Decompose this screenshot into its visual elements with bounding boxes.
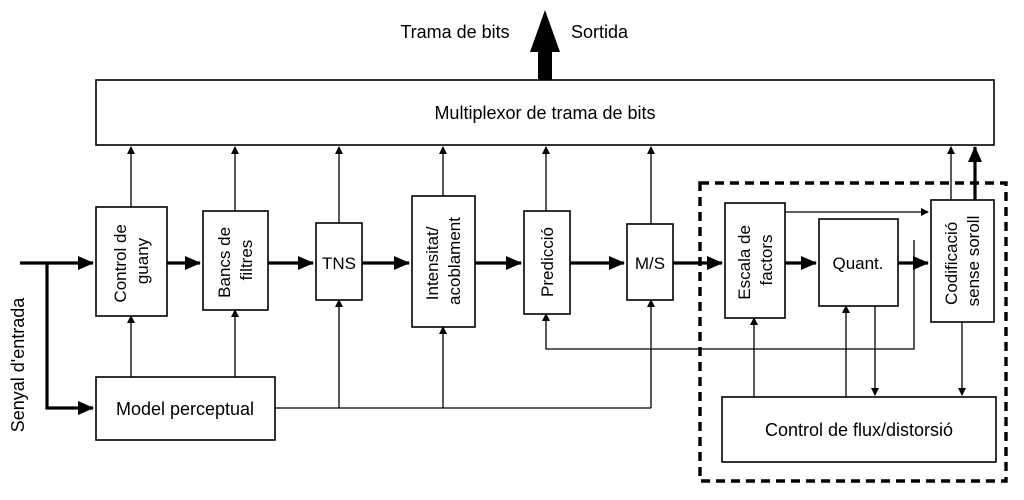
perceptual-model-label: Model perceptual <box>116 399 254 419</box>
ms-block <box>626 223 674 301</box>
ms-label: M/S <box>635 254 665 273</box>
perceptual-model-block <box>95 376 276 441</box>
gain-control-block <box>95 206 168 317</box>
tns-block <box>315 222 363 301</box>
input-signal-label: Senyal d'entrada <box>8 297 28 433</box>
filter-banks-block <box>202 210 269 311</box>
intensity-coupling-label: Intensitat/ acoblament <box>423 217 464 305</box>
gain-control-label: Control de guany <box>111 219 152 302</box>
multiplexor-block <box>95 79 995 146</box>
quantization-loop-region <box>698 181 1008 483</box>
intensity-coupling-block <box>411 195 476 328</box>
noiseless-coding-block <box>930 199 995 323</box>
prediction-block <box>523 210 571 315</box>
prediction-label: Predicció <box>538 227 557 297</box>
rate-distortion-control-label: Control de flux/distorsió <box>765 420 953 440</box>
scale-factors-label: Escala de factors <box>735 220 776 299</box>
scale-factors-block <box>724 202 786 319</box>
tns-label: TNS <box>322 254 356 273</box>
quantizer-label: Quant. <box>832 254 883 273</box>
multiplexor-label: Multiplexor de trama de bits <box>434 103 655 123</box>
quantizer-block <box>818 218 899 307</box>
output-label: Sortida <box>571 22 629 42</box>
bitstream-output-arrow <box>530 10 560 80</box>
noiseless-coding-label: Codificació sense soroll <box>942 216 983 307</box>
rate-distortion-control-block <box>721 396 997 463</box>
filter-banks-label: Bancs de filtres <box>215 222 256 298</box>
bitstream-label: Trama de bits <box>400 22 509 42</box>
